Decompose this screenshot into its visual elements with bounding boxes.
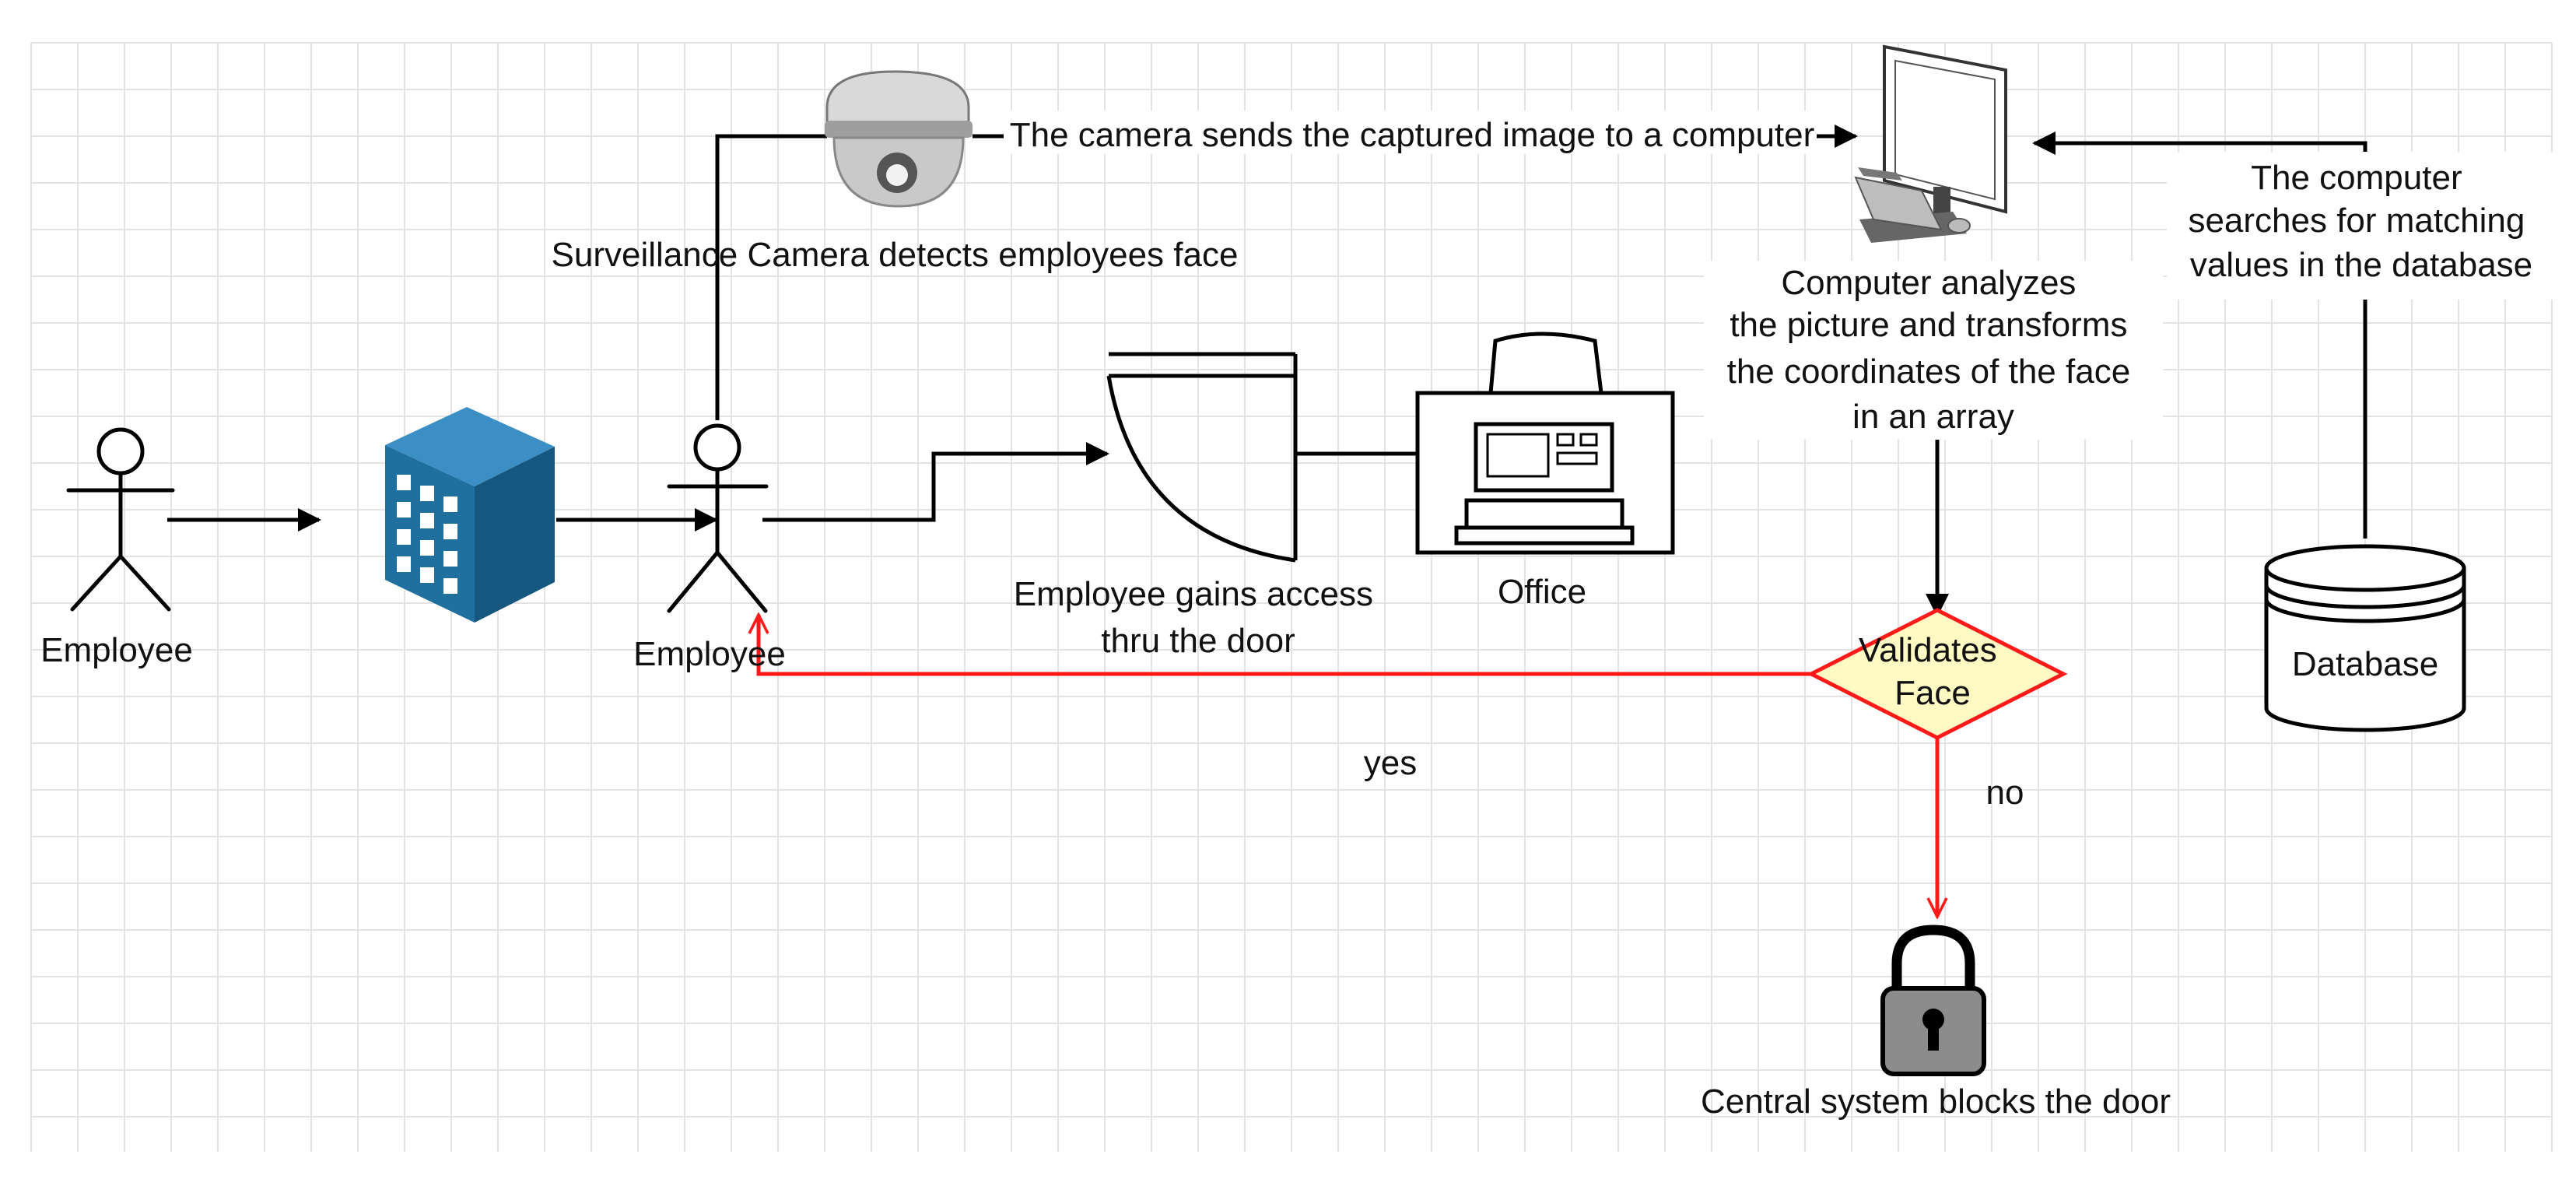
- label-office: Office: [1498, 573, 1586, 611]
- grid-background: [30, 42, 2553, 1152]
- label-lock: Central system blocks the door: [1701, 1082, 2171, 1121]
- arrow-database-to-computer: [2032, 132, 2367, 539]
- arrow-employee-to-door: [762, 442, 1109, 522]
- label-decision: Validates Face: [1859, 631, 2006, 712]
- employee-right-icon: [667, 423, 769, 613]
- label-camera: Surveillance Camera detects employees fa…: [552, 236, 1239, 274]
- label-employee-right: Employee: [633, 635, 786, 673]
- reject-connectors: [759, 615, 1937, 917]
- desktop-computer-icon: [1854, 44, 2007, 243]
- office-building-icon: [385, 407, 555, 623]
- label-computer: Computer analyzes the picture and transf…: [1727, 264, 2140, 436]
- decision-diamond: [1807, 608, 2068, 740]
- label-employee-left: Employee: [40, 631, 193, 669]
- padlock-icon: [1880, 925, 1986, 1076]
- label-no: no: [1986, 774, 2024, 812]
- line-employee-to-camera: [715, 134, 827, 420]
- employee-left-icon: [66, 427, 175, 612]
- door-icon: [1106, 352, 1298, 563]
- label-yes: yes: [1364, 744, 1417, 782]
- office-desk-icon: [1415, 332, 1675, 555]
- arrow-decision-yes-to-employee: [759, 615, 1811, 676]
- label-door: Employee gains access thru the door: [1014, 575, 1383, 660]
- database-cylinder-icon: [2264, 544, 2466, 732]
- label-database: Database: [2292, 645, 2438, 683]
- label-camera-to-computer: The camera sends the captured image to a…: [1010, 116, 1815, 154]
- dome-camera-icon: [825, 70, 973, 208]
- label-database-search: The computer searches for matching value…: [2188, 159, 2534, 284]
